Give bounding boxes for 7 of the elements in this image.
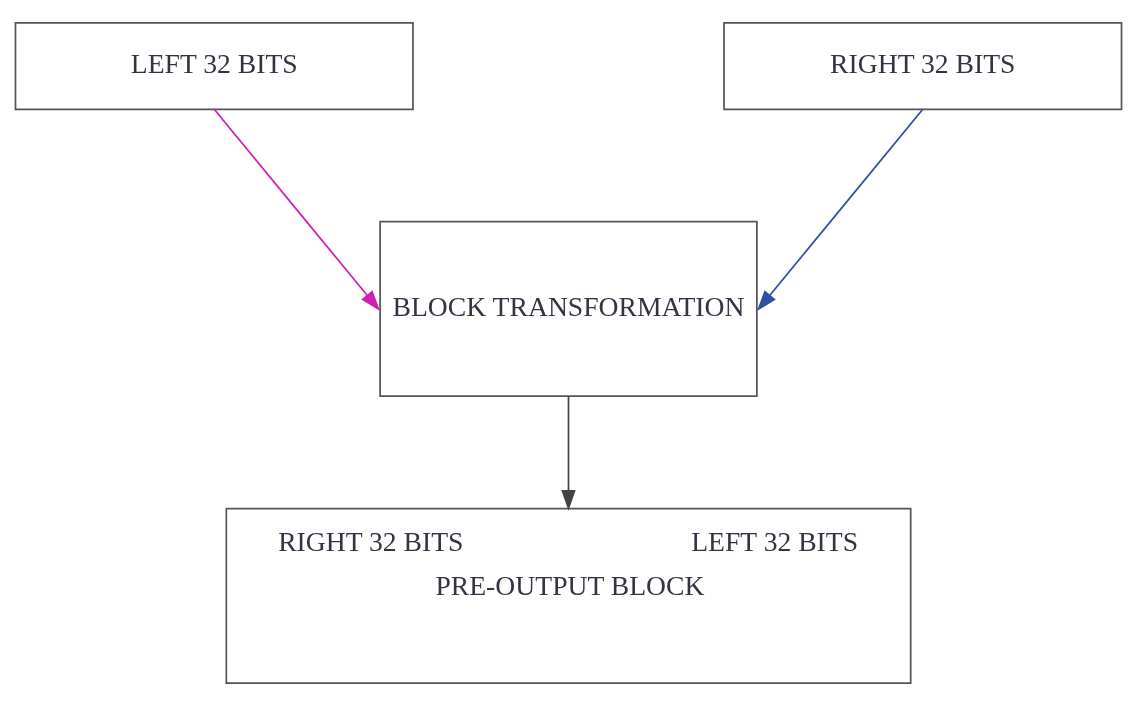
node-box: BLOCK TRANSFORMATION bbox=[379, 220, 758, 398]
node-box: LEFT 32 BITS bbox=[14, 22, 414, 111]
node-box: RIGHT 32 BITS LEFT 32 BITS PRE-OUTPUT BLOCK bbox=[225, 507, 912, 684]
arrow bbox=[756, 108, 924, 311]
arrow bbox=[213, 108, 381, 311]
node-box: RIGHT 32 BITS bbox=[723, 22, 1123, 111]
arrow bbox=[561, 395, 576, 511]
